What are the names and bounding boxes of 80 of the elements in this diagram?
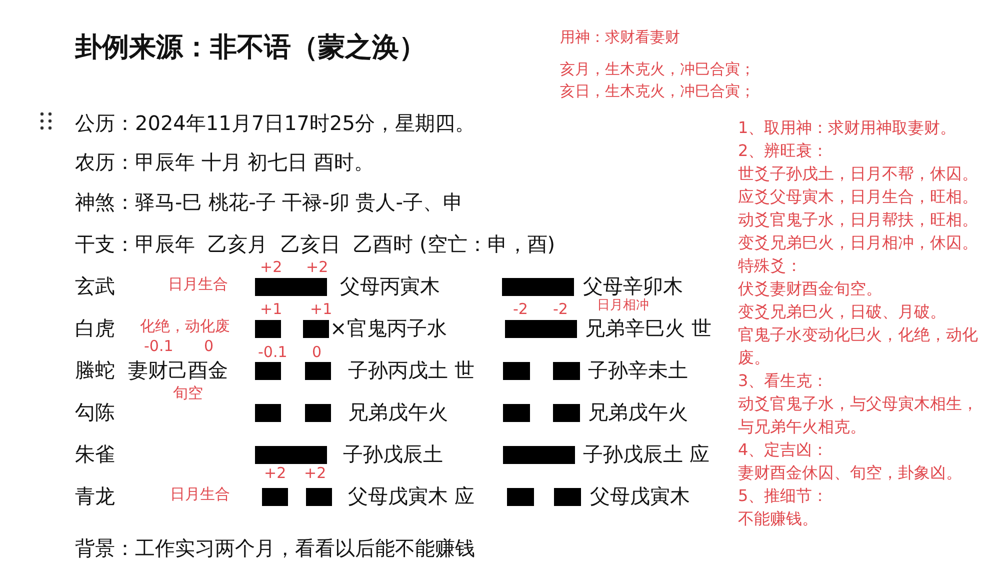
label-text: 兄弟辛巳火 世 xyxy=(585,316,712,340)
label-text: 螣蛇 xyxy=(75,358,115,382)
analysis-note: 世爻子孙戊土，日月不帮，休囚。 xyxy=(738,163,979,185)
label-text: 公历：2024年11月7日17时25分，星期四。 xyxy=(75,111,475,135)
label-text: 勾陈 xyxy=(75,400,115,424)
label-text: 父母戊寅木 xyxy=(590,484,690,508)
hexagram-line-bar xyxy=(255,404,281,422)
hexagram-line-bar xyxy=(553,362,580,380)
label-text: 父母丙寅木 xyxy=(340,274,440,298)
annotation-text: +1 xyxy=(260,300,282,319)
label-text: 父母戊寅木 应 xyxy=(348,484,474,508)
annotation-text: -2 xyxy=(553,300,568,319)
analysis-note: 变爻兄弟巳火，日破、月破。 xyxy=(738,301,947,323)
analysis-note: 3、看生克： xyxy=(738,370,830,392)
analysis-note: 特殊爻： xyxy=(738,255,803,277)
annotation-text: 日月生合 xyxy=(170,485,230,504)
hexagram-line-bar xyxy=(305,404,331,422)
analysis-note: 动爻官鬼子水，日月帮扶，旺相。 xyxy=(738,209,979,231)
hexagram-line-bar xyxy=(503,446,575,464)
label-text: 子孙丙戊土 世 xyxy=(348,358,474,382)
label-text: 兄弟戊午火 xyxy=(588,400,688,424)
annotation-text: +2 xyxy=(304,464,326,483)
analysis-note: 妻财酉金休囚、旬空，卦象凶。 xyxy=(738,462,963,484)
hexagram-line-bar xyxy=(503,362,530,380)
analysis-note: 官鬼子水变动化巳火，化绝，动化废。 xyxy=(738,324,979,369)
label-text: 子孙辛未土 xyxy=(588,358,688,382)
annotation-text: -2 xyxy=(513,300,528,319)
hexagram-line-bar xyxy=(306,488,332,506)
annotation-text: 用神：求财看妻财 xyxy=(560,28,680,47)
label-text: 白虎 xyxy=(75,316,115,340)
label-text: ×官鬼丙子水 xyxy=(330,316,447,340)
annotation-text: -0.1 xyxy=(144,337,174,356)
annotation-text: 日月生合 xyxy=(168,275,228,294)
analysis-note: 1、取用神：求财用神取妻财。 xyxy=(738,117,958,139)
label-text: 父母辛卯木 xyxy=(583,274,683,298)
annotation-text: 0 xyxy=(312,343,322,362)
hexagram-line-bar xyxy=(505,320,577,338)
annotation-text: 化绝，动化废 xyxy=(140,317,230,336)
hexagram-line-bar xyxy=(255,446,327,464)
analysis-note: 伏爻妻财酉金旬空。 xyxy=(738,278,883,300)
analysis-note: 动爻官鬼子水，与父母寅木相生，与兄弟午火相克。 xyxy=(738,393,979,438)
analysis-note: 5、推细节： xyxy=(738,485,830,507)
title: 卦例来源：非不语（蒙之涣） xyxy=(75,31,426,65)
annotation-text: 旬空 xyxy=(173,384,203,403)
hexagram-line-bar xyxy=(255,362,281,380)
analysis-note: 4、定吉凶： xyxy=(738,439,830,461)
hexagram-line-bar xyxy=(255,278,327,296)
hexagram-line-bar xyxy=(554,488,581,506)
annotation-text: 亥日，生木克火，冲巳合寅； xyxy=(560,82,755,101)
annotation-text: +1 xyxy=(310,300,332,319)
analysis-note: 应爻父母寅木，日月生合，旺相。 xyxy=(738,186,979,208)
label-text: 朱雀 xyxy=(75,442,115,466)
annotation-text: +2 xyxy=(264,464,286,483)
label-text: 玄武 xyxy=(75,274,115,298)
analysis-note: 不能赚钱。 xyxy=(738,508,819,530)
hexagram-line-bar xyxy=(255,320,281,338)
hexagram-line-bar xyxy=(262,488,288,506)
analysis-note: 2、辨旺衰： xyxy=(738,140,830,162)
label-text: 干支：甲辰年 乙亥月 乙亥日 乙酉时 (空亡：申，酉) xyxy=(75,232,556,256)
hexagram-line-bar xyxy=(502,278,574,296)
hexagram-line-bar xyxy=(553,404,580,422)
label-text: 子孙戊辰土 xyxy=(343,442,443,466)
hexagram-line-bar xyxy=(303,320,329,338)
annotation-text: +2 xyxy=(260,258,282,277)
label-text: 背景：工作实习两个月，看看以后能不能赚钱 xyxy=(75,536,475,560)
annotation-text: 亥月，生木克火，冲巳合寅； xyxy=(560,60,755,79)
label-text: 青龙 xyxy=(75,484,115,508)
label-text: 兄弟戊午火 xyxy=(348,400,448,424)
annotation-text: 日月相冲 xyxy=(597,298,649,314)
label-text: 神煞：驿马-巳 桃花-子 干禄-卯 贵人-子、申 xyxy=(75,190,463,214)
analysis-note: 变爻兄弟巳火，日月相冲，休囚。 xyxy=(738,232,979,254)
hexagram-line-bar xyxy=(305,362,331,380)
hexagram-line-bar xyxy=(507,488,534,506)
label-text: 子孙戊辰土 应 xyxy=(583,442,710,466)
label-text: 妻财己酉金 xyxy=(128,358,228,382)
annotation-text: +2 xyxy=(306,258,328,277)
annotation-text: 0 xyxy=(204,337,214,356)
label-text: 农历：甲辰年 十月 初七日 酉时。 xyxy=(75,150,374,174)
hexagram-line-bar xyxy=(503,404,530,422)
annotation-text: -0.1 xyxy=(258,343,288,362)
